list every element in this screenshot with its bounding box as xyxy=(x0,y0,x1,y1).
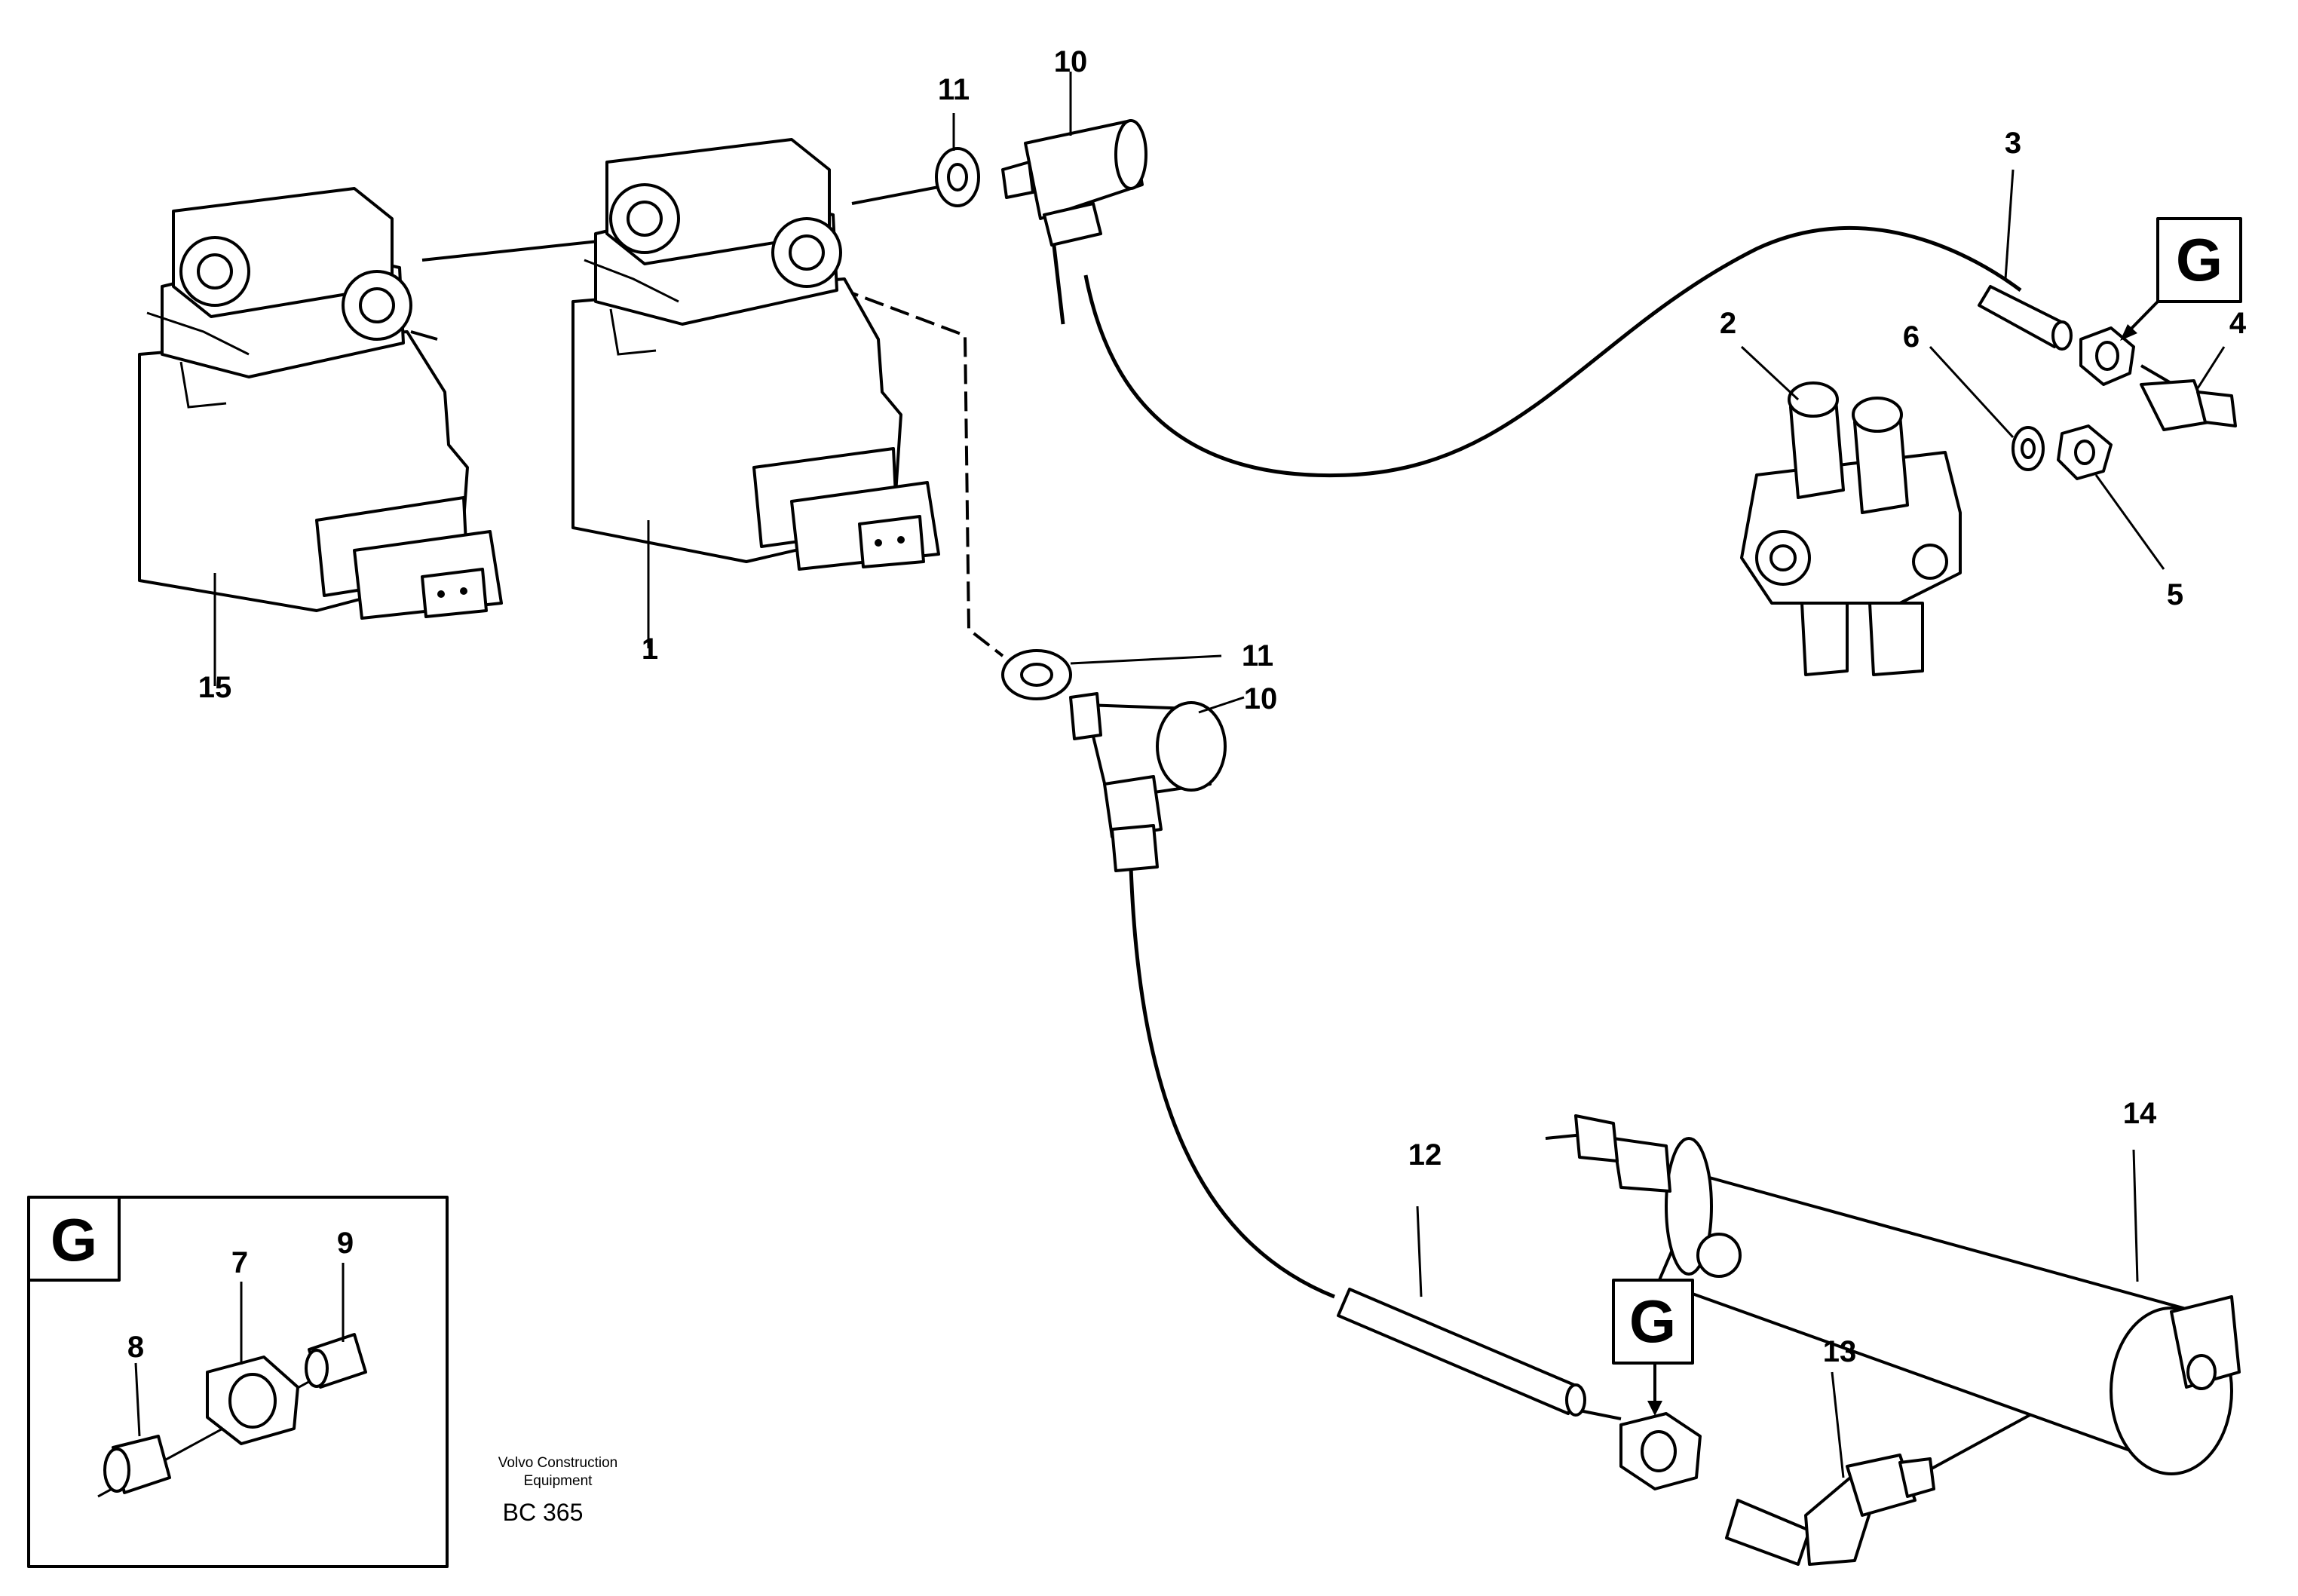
detail-inset xyxy=(27,1196,449,1568)
callout-10-top: 10 xyxy=(1054,45,1088,78)
solenoid-valve-1 xyxy=(571,138,940,571)
washer-11-top xyxy=(935,147,980,207)
callout-2: 2 xyxy=(1720,307,1736,340)
cylinder-14 xyxy=(1574,1114,2241,1475)
washer-11-lower xyxy=(1001,649,1072,700)
relay-valve-2 xyxy=(1740,381,1962,676)
inset-part-8 xyxy=(103,1435,171,1494)
connection-lines xyxy=(410,185,2188,1479)
callout-8: 8 xyxy=(127,1331,144,1364)
callout-1: 1 xyxy=(642,633,658,666)
nut-g-top xyxy=(2079,326,2135,386)
callout-11-lower: 11 xyxy=(1242,639,1273,672)
callout-13: 13 xyxy=(1823,1335,1857,1368)
callout-labels: 11 10 3 2 6 4 5 1 15 11 10 12 13 14 7 9 … xyxy=(127,45,2247,1368)
elbow-fitting-10-top xyxy=(1001,119,1147,247)
callout-3: 3 xyxy=(2005,127,2021,160)
callout-5: 5 xyxy=(2167,578,2183,611)
nut-g-bottom xyxy=(1619,1412,1702,1490)
elbow-fitting-10-lower xyxy=(1069,692,1227,872)
callout-15: 15 xyxy=(198,671,232,704)
drawing-code: BC 365 xyxy=(503,1499,584,1526)
hose-12 xyxy=(1337,1288,1586,1417)
detail-marker-top-label: G xyxy=(2176,226,2223,293)
detail-marker-top: G xyxy=(2120,217,2242,341)
callout-9: 9 xyxy=(337,1227,354,1260)
inset-marker-label: G xyxy=(51,1206,97,1273)
callout-14: 14 xyxy=(2123,1097,2157,1130)
callout-7: 7 xyxy=(231,1246,248,1279)
fitting-4 xyxy=(2140,379,2237,431)
publisher-credit: Volvo Construction Equipment BC 365 xyxy=(498,1455,617,1526)
callout-10-lower: 10 xyxy=(1244,682,1278,715)
callout-6: 6 xyxy=(1903,320,1920,354)
detail-marker-bottom: G xyxy=(1612,1279,1694,1416)
detail-marker-bottom-label: G xyxy=(1629,1288,1676,1355)
hose-3 xyxy=(1978,285,2073,351)
solenoid-valve-15 xyxy=(138,187,503,620)
inset-part-9 xyxy=(305,1333,367,1389)
callout-4: 4 xyxy=(2229,307,2247,340)
washer-6 xyxy=(2012,426,2045,471)
nut-5 xyxy=(2057,424,2113,480)
callout-12: 12 xyxy=(1408,1138,1442,1172)
elbow-fitting-13 xyxy=(1725,1454,1935,1566)
leader-lines xyxy=(134,72,2226,1478)
credit-line-1: Volvo Construction xyxy=(498,1455,617,1471)
inset-part-7 xyxy=(206,1356,299,1445)
callout-11-top: 11 xyxy=(938,73,970,106)
credit-line-2: Equipment xyxy=(524,1473,593,1489)
